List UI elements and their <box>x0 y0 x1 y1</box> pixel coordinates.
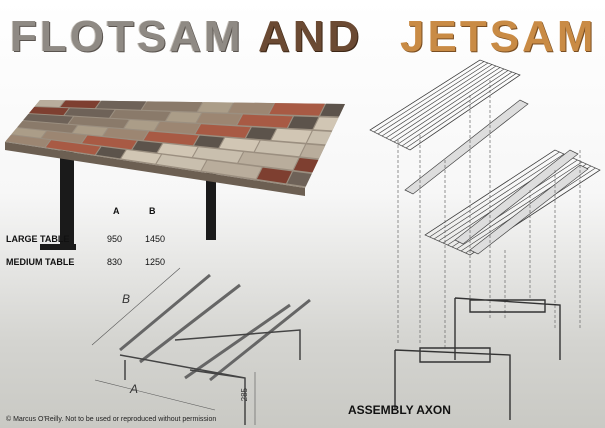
grid-line <box>433 153 565 240</box>
plank <box>60 100 101 109</box>
plank <box>219 137 260 152</box>
drawing-caption: ASSEMBLY AXON <box>348 403 451 417</box>
grid-line <box>385 65 497 139</box>
large-b-value: 1450 <box>145 234 166 244</box>
row-label-medium: MEDIUM TABLE <box>6 257 75 267</box>
medium-b-value: 1250 <box>145 257 166 267</box>
plank <box>68 116 129 129</box>
plank <box>254 140 306 157</box>
column-header-a: A <box>113 206 120 216</box>
plank <box>197 102 233 113</box>
plank <box>82 135 137 150</box>
plank <box>29 107 69 116</box>
plank <box>271 128 312 143</box>
plank <box>256 167 292 184</box>
plank <box>5 135 50 148</box>
plank <box>45 140 101 155</box>
plank <box>154 121 200 134</box>
plank <box>72 125 108 136</box>
dimension-height-label: 285 <box>240 388 249 402</box>
plank <box>246 127 277 140</box>
plank <box>96 146 126 159</box>
poster-title: FLOTSAM AND JETSAM <box>0 12 600 72</box>
plank <box>64 108 115 118</box>
medium-a-value: 830 <box>107 257 123 267</box>
plank <box>110 109 171 121</box>
plank <box>141 101 203 112</box>
column-header-b: B <box>149 206 156 216</box>
plank <box>166 111 202 123</box>
plank <box>201 160 262 179</box>
copyright-notice: © Marcus O'Reilly. Not to be used or rep… <box>6 416 217 423</box>
plank <box>300 144 325 159</box>
table-render <box>5 100 345 250</box>
plank <box>34 100 65 107</box>
plank <box>195 124 251 138</box>
large-a-value: 950 <box>107 234 123 244</box>
plank <box>228 102 274 114</box>
plank <box>237 114 293 128</box>
plank <box>194 135 224 148</box>
grid-frame <box>369 59 521 151</box>
plank <box>121 150 161 164</box>
row-label-large: LARGE TABLE <box>6 234 70 244</box>
plank <box>307 130 332 145</box>
plank <box>41 131 87 143</box>
plank <box>17 121 77 133</box>
grid-line <box>429 151 560 238</box>
plank <box>103 128 148 141</box>
plank <box>124 120 160 131</box>
plank <box>96 100 147 110</box>
plank <box>132 140 163 153</box>
plank <box>269 103 325 116</box>
plank <box>143 131 199 146</box>
title-word-jetsam: JETSAM <box>400 12 597 61</box>
plank <box>193 147 243 163</box>
dimension-b-label: B <box>122 292 131 306</box>
grid-line <box>373 61 485 133</box>
grid-line <box>381 64 493 137</box>
plank <box>238 152 299 170</box>
plank <box>320 103 345 117</box>
plank <box>156 154 207 171</box>
grid-line <box>389 67 501 141</box>
plank <box>157 143 198 158</box>
grid-frame <box>424 149 601 256</box>
table-planks <box>5 100 345 187</box>
plank <box>23 114 73 124</box>
plank <box>196 113 242 125</box>
title-word-flotsam: FLOTSAM <box>10 12 244 61</box>
grid-line <box>393 68 505 143</box>
grid-line <box>377 62 489 135</box>
dimension-a-label: A <box>130 382 139 396</box>
plank <box>313 117 339 131</box>
grid-line <box>401 71 513 147</box>
title-word-and: AND <box>258 12 363 61</box>
assembly-axon-drawing <box>91 59 601 425</box>
plank <box>287 171 312 187</box>
plank <box>288 116 319 130</box>
grid-line <box>405 73 517 149</box>
plank <box>293 158 319 173</box>
plank <box>11 128 46 138</box>
